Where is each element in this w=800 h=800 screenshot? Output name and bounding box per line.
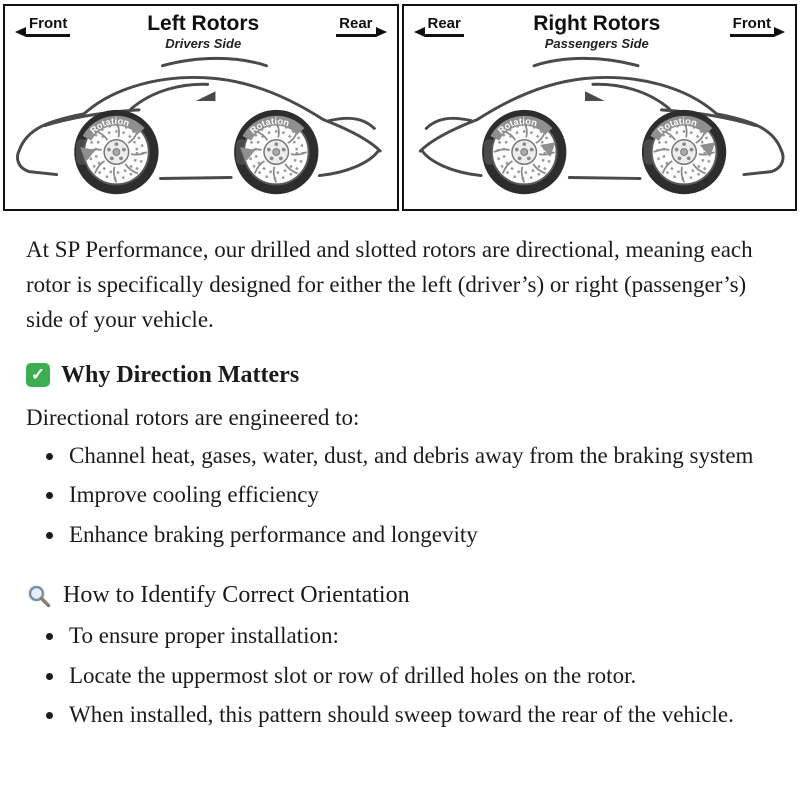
section1-lead: Directional rotors are engineered to: — [26, 404, 360, 430]
article: At SP Performance, our drilled and slott… — [0, 211, 800, 783]
section1-bullet-list: Channel heat, gases, water, dust, and de… — [26, 439, 772, 553]
section1-heading-text: Why Direction Matters — [61, 361, 300, 388]
rear-label: Rear — [336, 15, 376, 37]
list-item: Improve cooling efficiency — [66, 478, 772, 513]
list-item: Enhance braking performance and longevit… — [66, 518, 772, 553]
right-car-illustration: Rotation Rotation — [418, 57, 784, 195]
front-direction-left: Front — [15, 15, 71, 37]
left-panel-titles: Left Rotors Drivers Side — [147, 12, 259, 51]
rotation-arrowhead — [539, 142, 556, 158]
rotation-arrowhead — [80, 147, 96, 163]
car-body-outline — [418, 57, 784, 181]
rotation-arrowhead — [699, 142, 715, 158]
right-rotors-panel: Rear Right Rotors Passengers Side Front — [401, 4, 797, 211]
arrow-left-icon — [15, 26, 26, 37]
section2-bullet-list: To ensure proper installation: Locate th… — [26, 619, 772, 733]
front-direction-right: Front — [729, 15, 785, 37]
list-item: When installed, this pattern should swee… — [66, 698, 772, 733]
magnifier-icon — [28, 585, 51, 608]
front-label: Front — [26, 15, 71, 37]
list-item: Channel heat, gases, water, dust, and de… — [66, 439, 772, 474]
arrow-left-icon — [413, 26, 425, 37]
right-panel-titles: Right Rotors Passengers Side — [533, 12, 660, 51]
section2-heading-text: How to Identify Correct Orientation — [63, 582, 410, 609]
car-body-outline — [16, 57, 382, 181]
arrow-right-icon — [375, 26, 387, 37]
section-heading-identify-orientation: How to Identify Correct Orientation — [26, 582, 772, 609]
rotor-direction-diagram: Front Left Rotors Drivers Side Rear — [0, 0, 800, 211]
left-panel-header: Front Left Rotors Drivers Side Rear — [5, 6, 397, 51]
rotation-arrowhead — [239, 147, 256, 163]
rear-direction-right: Rear — [336, 15, 387, 37]
front-label: Front — [729, 15, 774, 37]
list-item: To ensure proper installation: — [66, 619, 772, 654]
section-heading-why-direction-matters: ✓ Why Direction Matters — [26, 362, 772, 389]
check-icon: ✓ — [26, 363, 50, 388]
right-rotors-title: Right Rotors — [533, 12, 661, 35]
drivers-side-subtitle: Drivers Side — [165, 36, 242, 52]
rear-label: Rear — [424, 15, 464, 37]
side-mirror — [584, 91, 605, 102]
side-mirror — [195, 91, 216, 102]
left-car-illustration: Rotation Rotation — [16, 57, 382, 195]
intro-paragraph: At SP Performance, our drilled and slott… — [26, 237, 753, 332]
passengers-side-subtitle: Passengers Side — [544, 36, 649, 52]
right-panel-header: Rear Right Rotors Passengers Side Front — [404, 6, 796, 51]
rear-direction-left: Rear — [413, 15, 464, 37]
arrow-right-icon — [774, 26, 785, 37]
left-rotors-title: Left Rotors — [147, 12, 260, 35]
list-item: Locate the uppermost slot or row of dril… — [66, 659, 772, 694]
left-rotors-panel: Front Left Rotors Drivers Side Rear — [3, 4, 399, 211]
